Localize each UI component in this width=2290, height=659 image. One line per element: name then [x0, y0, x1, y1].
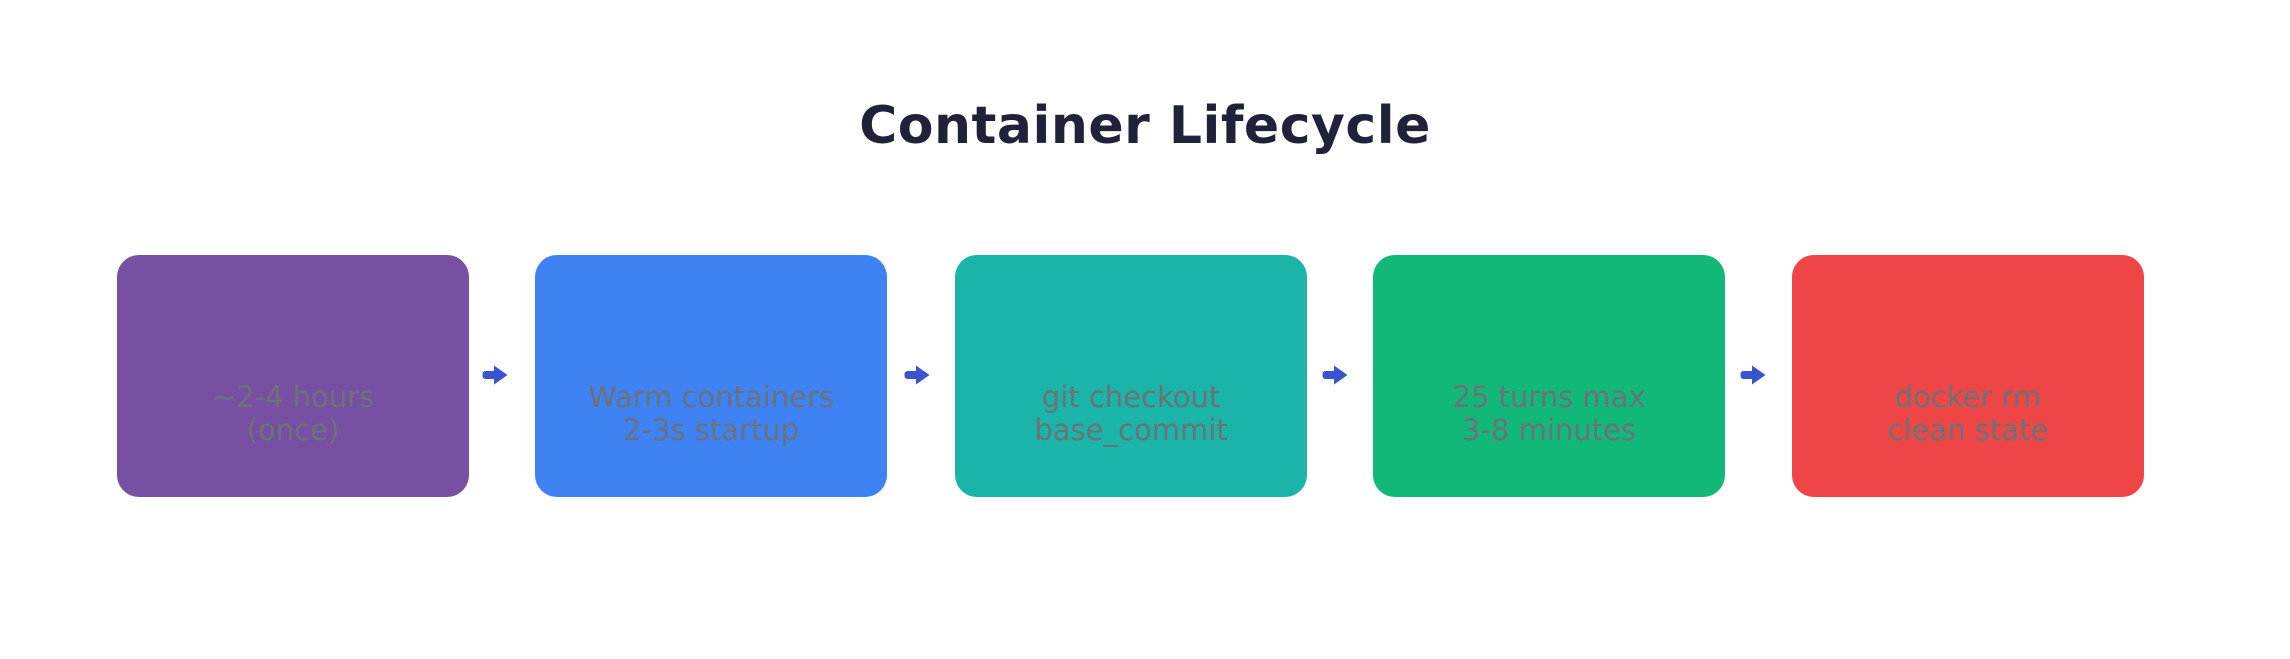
flow-arrow-shape [904, 365, 930, 385]
step-label-line2: clean state [1887, 413, 2049, 447]
step-label-line2: 2-3s startup [622, 413, 800, 447]
step-label-line2: (once) [246, 413, 340, 447]
step-box-agent-run: 25 turns max 3-8 minutes [1373, 255, 1725, 497]
step-label-line2: base_commit [1034, 413, 1228, 447]
step-box-docker-cleanup: docker rm clean state [1792, 255, 2144, 497]
step-label-line1: docker rm [1894, 380, 2042, 414]
flow-arrow-shape [482, 365, 508, 385]
step-label-line2: 3-8 minutes [1462, 413, 1636, 447]
step-label-line1: git checkout [1041, 380, 1221, 414]
diagram-title: Container Lifecycle [859, 96, 1431, 156]
flow-arrow-icon [482, 365, 508, 385]
step-box-warm-containers: Warm containers 2-3s startup [535, 255, 887, 497]
flow-arrow-icon [904, 365, 930, 385]
flow-arrow-icon [1322, 365, 1348, 385]
step-label-line1: Warm containers [588, 380, 834, 414]
flow-arrow-icon [1740, 365, 1766, 385]
step-box-image-build: ~2-4 hours (once) [117, 255, 469, 497]
flow-arrow-shape [1322, 365, 1348, 385]
step-label-line1: ~2-4 hours [211, 380, 375, 414]
step-label-line1: 25 turns max [1452, 380, 1646, 414]
step-box-git-checkout: git checkout base_commit [955, 255, 1307, 497]
flow-arrow-shape [1740, 365, 1766, 385]
